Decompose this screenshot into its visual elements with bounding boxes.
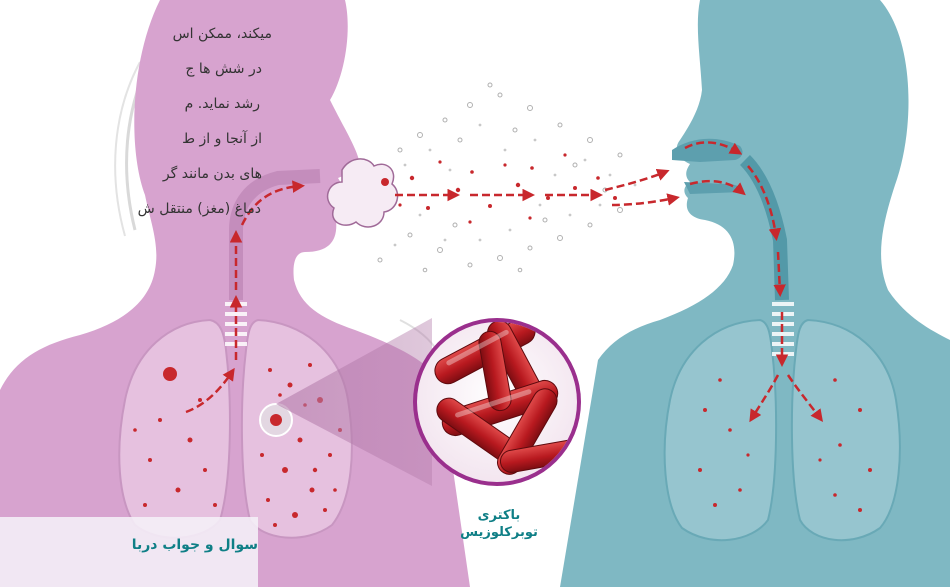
paragraph-line: ميكند، ممكن اس [0,17,272,52]
qa-caption-box[interactable]: سوال و جواب دربا [0,517,258,587]
qa-caption-link[interactable]: سوال و جواب دربا [132,537,258,553]
droplet-spray [378,83,675,272]
bacteria-label-line1: باكترى [445,507,553,524]
bacteria-label-line2: توبركلوزيس [445,524,553,541]
exposed-person [560,0,950,587]
paragraph-line: از آنجا و از ط [0,122,262,157]
bacteria-label: باكترى توبركلوزيس [445,507,553,541]
paragraph-line: رشد نمايد. م [0,87,260,122]
paragraph-line: دماغ (مغز) منتقل ش [0,192,261,227]
paragraph-line: در شش ها ج [0,52,262,87]
paragraph-line: های بدن مانند گر [0,157,262,192]
description-paragraph: ميكند، ممكن اس در شش ها ج رشد نمايد. م ا… [0,0,270,227]
